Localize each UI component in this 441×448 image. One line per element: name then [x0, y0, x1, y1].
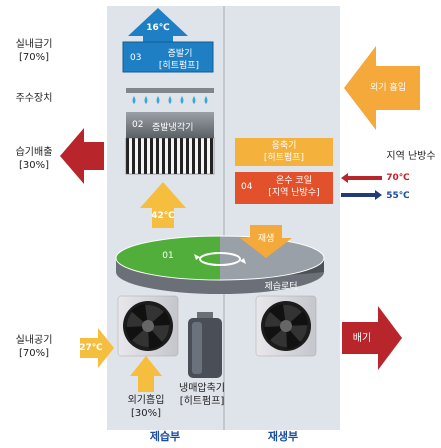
hot-water-coil-number: 04 [241, 182, 253, 192]
return-water-out-arrow [341, 190, 382, 200]
evaporator-label: 03 증발기 [히트펌프] [126, 45, 212, 71]
evaporator-box [122, 41, 214, 73]
evaporative-cooler-name: 증발냉각기 [152, 123, 194, 133]
outdoor-intake-pct: [30%] [130, 408, 162, 419]
evaporative-cooler-number: 02 [132, 120, 144, 130]
refrigerant-compressor [188, 312, 222, 378]
condenser-label: 응축기 [히트펌프] [235, 140, 333, 166]
hot-water-coil-box [235, 172, 333, 204]
hot-water-coil-name: 온수 코일 [276, 176, 312, 186]
regeneration-panel [225, 6, 340, 430]
spray-bar [126, 88, 214, 93]
district-heating-label: 지역 난방수 [386, 151, 436, 162]
outdoor-intake-arrow [344, 46, 420, 130]
cold-supply-up-arrow [128, 8, 188, 42]
dehumidification-section-label: 제습부 [149, 430, 181, 443]
outdoor-air-up-arrow [130, 356, 162, 392]
regeneration-arrow-label: 재생 [257, 234, 275, 244]
evaporator-name: 증발기 [167, 49, 193, 59]
exhaust-label: 배기 [352, 333, 372, 344]
return-water-temp: 55℃ [386, 191, 410, 201]
indoor-air-in-arrow [80, 328, 114, 368]
regeneration-section-label: 재생부 [267, 430, 299, 443]
compressor-sub: [히트펌프] [179, 396, 225, 407]
evaporative-cooler-media [125, 137, 215, 175]
condenser-box [235, 138, 333, 166]
compressor-label: 냉매압축기 [히트펌프] [172, 382, 232, 408]
condenser-name: 응축기 [271, 141, 297, 151]
temp-top: 16℃ [146, 23, 170, 33]
exhaust-fan [255, 295, 317, 357]
supply-air-label: 실내급기 [70%] [4, 38, 64, 64]
moisture-exhaust-title: 습기배출 [15, 147, 53, 158]
indoor-air-label: 실내공기 [70%] [4, 334, 64, 360]
indoor-air-title: 실내공기 [15, 335, 53, 346]
condenser-sub: [히트펌프] [263, 153, 305, 163]
outdoor-in-label: 외기 흡입 [370, 83, 406, 93]
compressor-title: 냉매압축기 [179, 383, 225, 394]
spray-label: 주수장치 [15, 93, 53, 104]
indoor-air-pct: [70%] [18, 348, 50, 359]
warm-air-up-arrow [140, 182, 186, 228]
hot-water-in-arrow [341, 173, 382, 183]
hot-water-coil-sub: [지역 난방수] [268, 188, 320, 198]
evaporative-cooler-label: 02 증발냉각기 [130, 120, 210, 134]
water-drops [132, 96, 208, 104]
evaporative-cooler-top [126, 112, 214, 138]
moisture-exhaust-label: 습기배출 [30%] [4, 146, 64, 172]
moisture-exhaust-pct: [30%] [18, 160, 50, 171]
temp-inlet: 27℃ [79, 343, 103, 353]
supply-air-title: 실내급기 [15, 39, 53, 50]
supply-hot-temp: 70℃ [386, 173, 410, 183]
rotor-number: 01 [162, 251, 174, 261]
outdoor-intake-title: 외기흡입 [127, 395, 165, 406]
evaporator-number: 03 [130, 53, 142, 63]
rotor-name: 제습로터 [264, 282, 298, 292]
evaporator-sub: [히트펌프] [158, 61, 200, 71]
regeneration-down-arrow [240, 225, 292, 258]
temp-middle: 42℃ [151, 211, 175, 221]
exhaust-arrow [342, 306, 402, 370]
hot-water-coil-label: 04 온수 코일 [지역 난방수] [235, 174, 333, 202]
moisture-exhaust-arrow [60, 128, 104, 184]
supply-fan [117, 295, 179, 357]
desiccant-rotor [115, 235, 325, 294]
supply-air-pct: [70%] [18, 52, 50, 63]
outdoor-intake-label: 외기흡입 [30%] [118, 394, 174, 420]
